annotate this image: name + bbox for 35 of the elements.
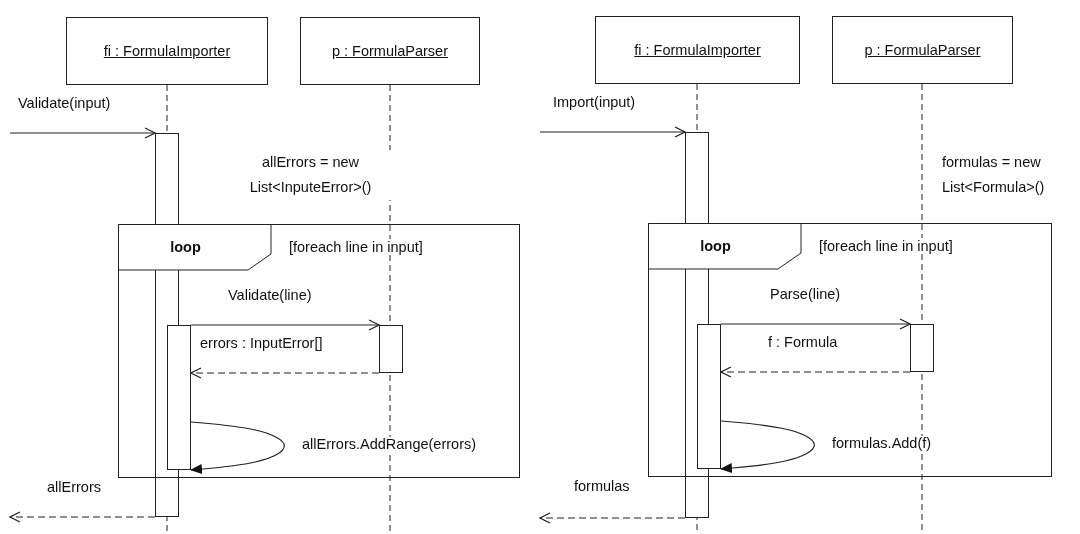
message-label: Import(input)	[553, 95, 636, 111]
message-label: Parse(line)	[770, 287, 841, 303]
return-arrow	[539, 512, 686, 524]
activation-bar	[910, 324, 934, 372]
message-arrow	[9, 127, 156, 139]
object-name: fi : FormulaImporter	[103, 43, 231, 59]
message-label: allErrors.AddRange(errors)	[302, 437, 477, 453]
activation-bar	[167, 325, 191, 470]
message-label: Validate(input)	[18, 96, 111, 112]
loop-frame	[648, 223, 1052, 477]
frame-operator: loop	[169, 239, 202, 255]
return-arrow	[190, 367, 380, 379]
loop-frame	[118, 224, 520, 478]
frame-operator: loop	[699, 238, 732, 254]
object-name: fi : FormulaImporter	[634, 42, 761, 58]
object-box	[595, 16, 800, 84]
object-box	[300, 17, 480, 85]
object-box	[832, 16, 1013, 84]
self-call-arrow	[720, 420, 815, 474]
return-arrow	[9, 511, 156, 523]
activation-bar	[379, 325, 403, 373]
object-box	[66, 17, 268, 85]
activation-bar	[697, 324, 721, 469]
return-arrow	[720, 366, 911, 378]
guard-condition: [foreach line in input]	[819, 238, 953, 254]
message-label: formulas.Add(f)	[832, 436, 932, 452]
message-arrow	[190, 319, 380, 331]
object-name: p : FormulaParser	[331, 43, 448, 59]
self-call-arrow	[190, 421, 285, 475]
message-label: Validate(line)	[228, 288, 312, 304]
guard-condition: [foreach line in input]	[289, 239, 423, 255]
message-arrow	[539, 126, 686, 138]
message-label: errors : InputError[]	[200, 336, 323, 352]
message-arrow	[720, 318, 911, 330]
object-name: p : FormulaParser	[864, 42, 981, 58]
